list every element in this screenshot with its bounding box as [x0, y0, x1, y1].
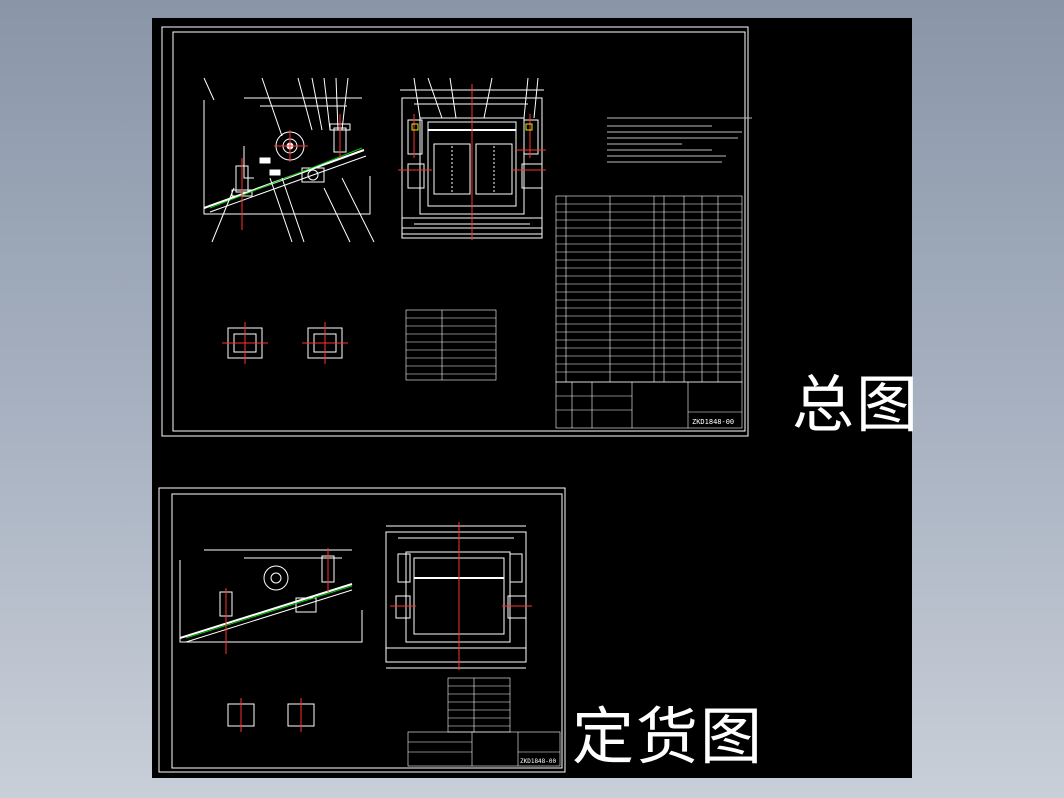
general-assembly-label: 总图 [792, 368, 921, 441]
side-view [203, 77, 375, 243]
order-side-view [179, 549, 363, 643]
parts-list-rows [556, 203, 742, 373]
drawing-code-bottom: ZKD1848-00 [520, 758, 557, 765]
side-centerlines [241, 114, 341, 230]
parts-list-table [555, 195, 743, 383]
order-title-block [407, 731, 561, 767]
spec-table [405, 309, 497, 381]
front-centerlines [398, 84, 546, 240]
detail-view-a [222, 322, 268, 364]
order-front-centerlines [390, 522, 532, 670]
front-yellow-details [411, 123, 533, 131]
technical-notes [607, 117, 752, 163]
order-front-view [385, 525, 527, 669]
cad-canvas: ZKD1848-00 [152, 18, 912, 778]
general-assembly-sheet: ZKD1848-00 [161, 26, 752, 437]
order-spec-table [447, 677, 511, 733]
detail-view-b [302, 322, 348, 364]
order-side-centerlines [225, 548, 329, 654]
title-block [555, 381, 743, 429]
order-drawing-label: 定货图 [572, 700, 765, 773]
order-detail-views [227, 698, 315, 732]
drawing-code-top: ZKD1848-00 [692, 418, 734, 426]
order-drawing-sheet: ZKD1848-00 [158, 487, 566, 773]
cad-drawings: ZKD1848-00 [158, 26, 752, 773]
